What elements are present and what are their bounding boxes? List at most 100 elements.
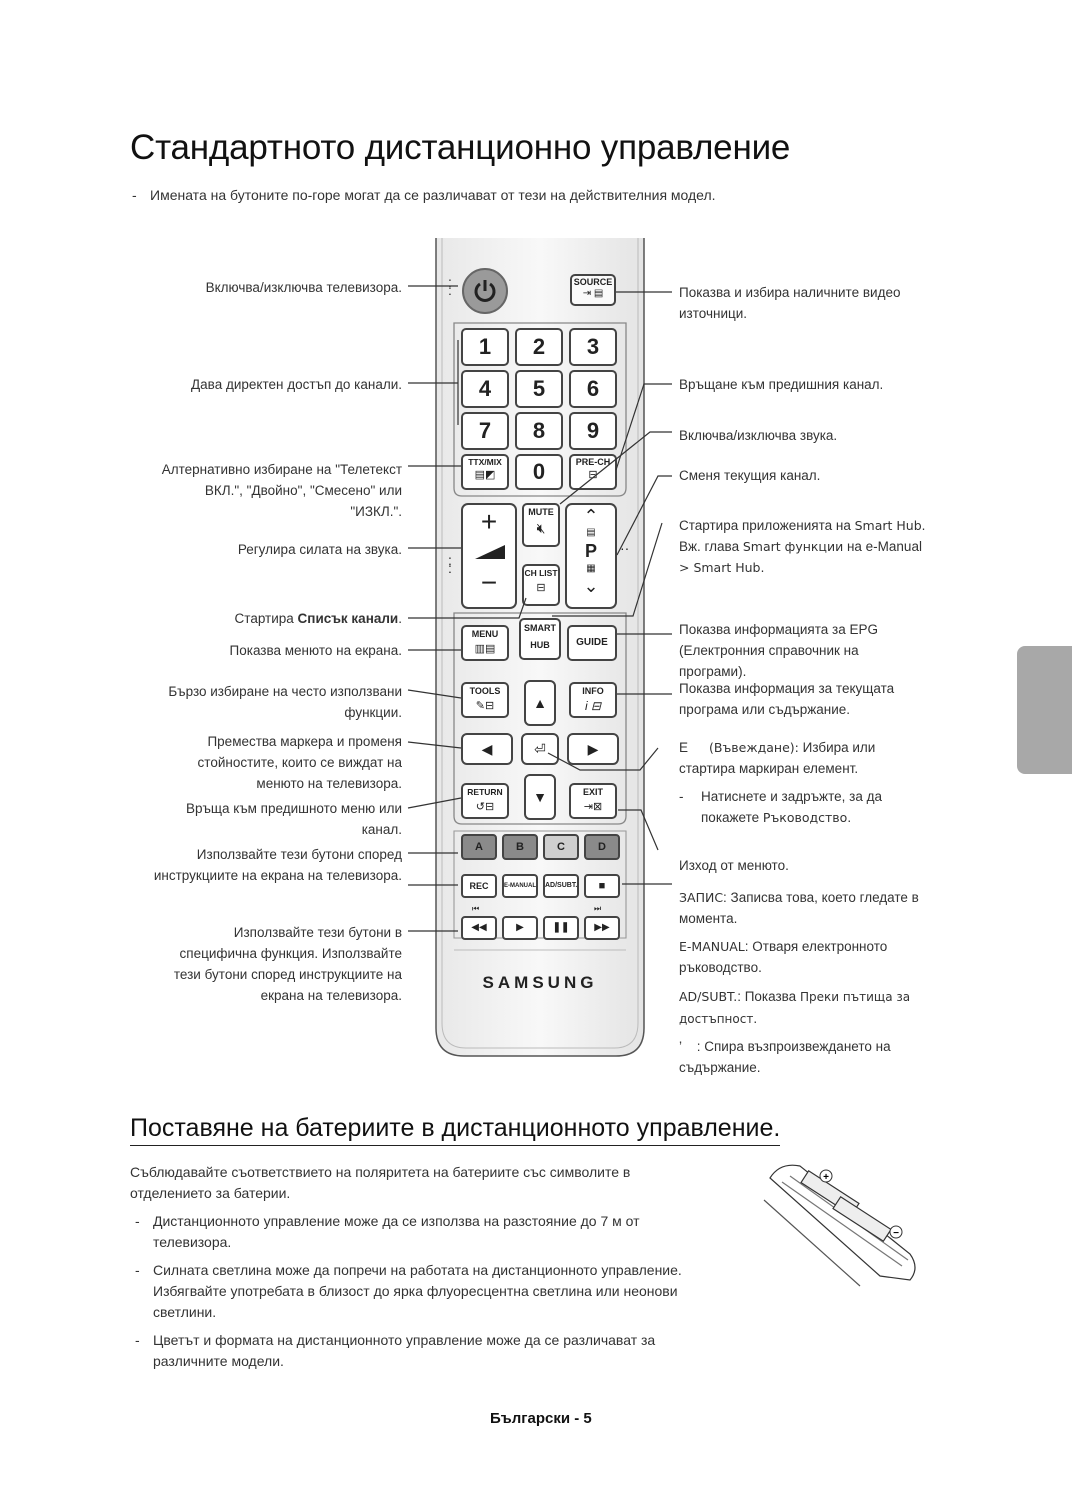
play-button[interactable]: ▶	[502, 916, 538, 940]
brand-text: SAMSUNG	[482, 973, 598, 992]
brand-logo: SAMSUNG	[470, 973, 610, 993]
arrow-up-button[interactable]: ▲	[524, 680, 556, 726]
guide-button[interactable]: GUIDE	[567, 625, 617, 661]
label-smart-3: > Smart Hub.	[679, 560, 765, 575]
rec-button[interactable]: REC	[461, 874, 497, 898]
arrow-left-icon: ◀	[481, 741, 493, 757]
label-rec-2: момента.	[679, 911, 738, 926]
label-power: Включва/изключва телевизора.	[205, 280, 402, 295]
digit-label: 3	[586, 334, 600, 359]
digit-label: 2	[532, 334, 546, 359]
label-adsubt-2: достъпност.	[679, 1008, 979, 1030]
arrow-right-button[interactable]: ▶	[567, 733, 619, 765]
label-guide-2: (Електронния справочник на	[679, 643, 859, 658]
digit-label: 6	[586, 376, 600, 401]
digit-label: 5	[532, 376, 546, 401]
pre-ch-button[interactable]: PRE-CH ⊟	[569, 454, 617, 490]
model-note-text: Имената на бутоните по-горе могат да се …	[150, 187, 716, 203]
smart-hub-button[interactable]: SMART HUB	[519, 618, 561, 660]
digit-button-2[interactable]: 2	[515, 328, 563, 366]
digit-button-4[interactable]: 4	[461, 370, 509, 408]
label-smart: Стартира приложенията на Smart Hub. Вж. …	[679, 515, 979, 578]
color-label: C	[557, 841, 565, 853]
color-button-b[interactable]: B	[502, 834, 538, 860]
rec-label: REC	[469, 881, 489, 891]
label-rec-bold: ЗАПИС	[679, 890, 724, 905]
color-label: A	[475, 841, 483, 853]
label-adsubt-bold: AD/SUBT.	[679, 989, 738, 1004]
rewind-button[interactable]: ◀◀	[461, 916, 497, 940]
tools-button[interactable]: TOOLS ✎⊟	[461, 682, 509, 718]
digit-button-9[interactable]: 9	[569, 412, 617, 450]
exit-button[interactable]: EXIT ⇥⊠	[569, 783, 617, 819]
label-ttx: Алтернативно избиране на "Телетекст ВКЛ.…	[120, 459, 402, 522]
digit-label: 7	[478, 418, 492, 443]
digit-button-6[interactable]: 6	[569, 370, 617, 408]
label-smart-1: Стартира приложенията на Smart Hub.	[679, 515, 979, 536]
source-button[interactable]: SOURCE ⇥ ▤	[570, 274, 616, 306]
label-enter-1: E(Въвеждане): Избира или	[679, 737, 979, 758]
pause-button[interactable]: ❚❚	[543, 916, 579, 940]
ch-list-button[interactable]: CH LIST ⊟	[522, 564, 560, 606]
arrow-up-icon: ▲	[533, 695, 547, 711]
power-icon	[474, 280, 496, 302]
bullet-light: - Силната светлина може да попречи на ра…	[135, 1260, 733, 1323]
skip-back-icon: ⏮	[472, 904, 480, 913]
label-ttx-3: "ИЗКЛ.".	[350, 504, 402, 519]
power-button[interactable]	[462, 268, 508, 314]
digit-button-5[interactable]: 5	[515, 370, 563, 408]
label-chlist: Стартира Списък канали.	[130, 608, 402, 629]
guide-label: GUIDE	[576, 637, 608, 648]
color-label: B	[516, 841, 524, 853]
label-channels: Дава директен достъп до канали.	[191, 377, 402, 392]
channel-rocker[interactable]: ⌃ ▤ P ▦ ⌄	[565, 503, 617, 609]
arrow-down-button[interactable]: ▼	[524, 774, 556, 820]
label-stop: ’ : Спира възпроизвеждането на съдържани…	[679, 1036, 979, 1078]
label-info-1: Показва информация за текущата	[679, 681, 895, 696]
label-guide-3: програми).	[679, 664, 747, 679]
arrow-left-button[interactable]: ◀	[461, 733, 513, 765]
return-button[interactable]: RETURN ↺⊟	[461, 783, 509, 819]
stop-button[interactable]: ■	[584, 874, 620, 898]
label-chlist-post: .	[398, 611, 402, 626]
chlist-label: CH LIST	[524, 568, 558, 578]
label-source-1: Показва и избира наличните видео	[679, 285, 901, 300]
fast-forward-button[interactable]: ▶▶	[584, 916, 620, 940]
ttx-mix-button[interactable]: TTX/MIX ▤◩	[461, 454, 509, 490]
digit-button-8[interactable]: 8	[515, 412, 563, 450]
stop-icon: ■	[598, 880, 606, 892]
enter-icon: ⏎	[534, 741, 546, 757]
menu-label: MENU	[471, 629, 499, 639]
volume-rocker[interactable]: + −	[461, 503, 517, 609]
digit-button-3[interactable]: 3	[569, 328, 617, 366]
digit-button-1[interactable]: 1	[461, 328, 509, 366]
label-stop-1: ’ : Спира възпроизвеждането на	[679, 1036, 979, 1057]
digit-button-0[interactable]: 0	[515, 454, 563, 490]
mute-button[interactable]: MUTE 🔇︎	[522, 503, 560, 547]
e-manual-button[interactable]: E-MANUAL	[502, 874, 538, 898]
info-icon: i ⊟	[584, 699, 602, 713]
exit-icon: ⇥⊠	[583, 801, 603, 813]
color-button-c[interactable]: C	[543, 834, 579, 860]
digit-button-7[interactable]: 7	[461, 412, 509, 450]
label-enter-bold: (Въвеждане):	[709, 740, 799, 755]
enter-button[interactable]: ⏎	[521, 733, 559, 765]
menu-button[interactable]: MENU ▥▤	[461, 625, 509, 661]
color-button-a[interactable]: A	[461, 834, 497, 860]
digit-label: 4	[478, 376, 492, 401]
label-color-1: Използвайте тези бутони според	[196, 847, 402, 862]
bullet-models-2: различните модели.	[153, 1353, 284, 1369]
label-color: Използвайте тези бутони според инструкци…	[110, 844, 402, 886]
label-hold-1: Натиснете и задръжте, за да	[701, 789, 882, 804]
color-button-d[interactable]: D	[584, 834, 620, 860]
tools-icon: ✎⊟	[475, 700, 495, 712]
label-smart-2-post: на e-Manual	[843, 539, 922, 554]
label-menu: Показва менюто на екрана.	[229, 643, 402, 658]
power-dots-icon: ::	[448, 274, 452, 298]
p-label: P	[584, 541, 597, 561]
hub-label: HUB	[530, 640, 550, 650]
ad-subt-button[interactable]: AD/SUBT.	[543, 874, 579, 898]
label-adsubt-bold3: достъпност	[679, 1012, 754, 1026]
label-tools-1: Бързо избиране на често използвани	[168, 684, 402, 699]
info-button[interactable]: INFO i ⊟	[569, 682, 617, 718]
